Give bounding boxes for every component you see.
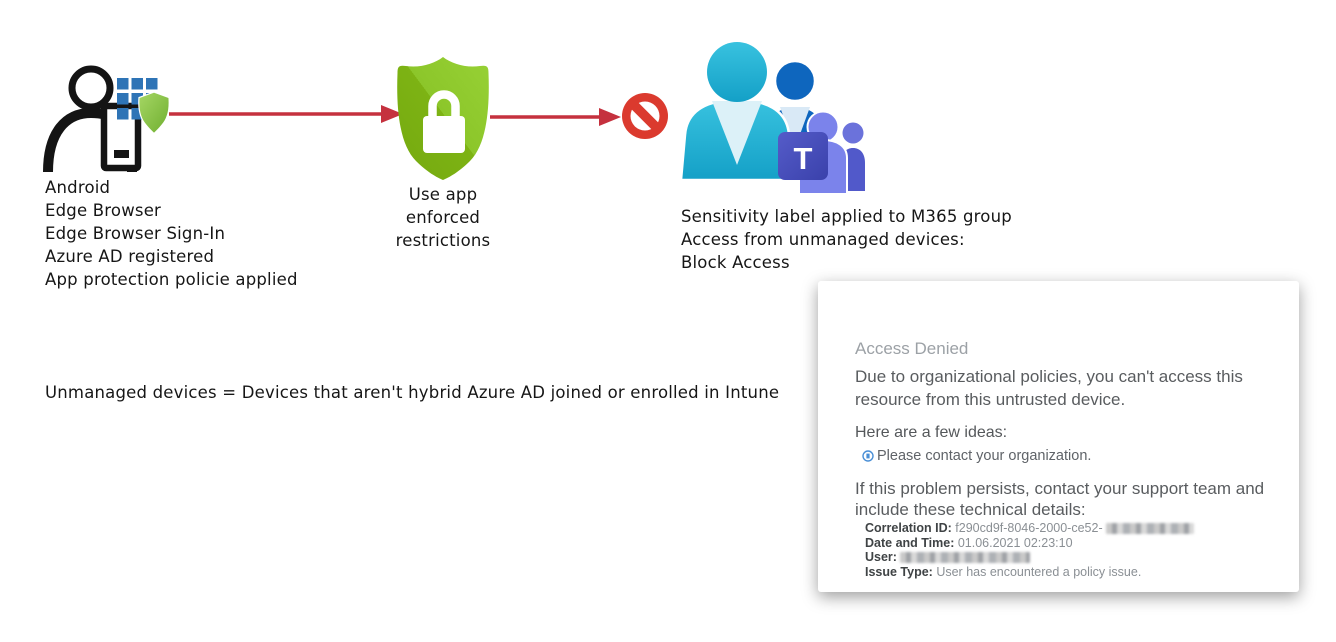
dialog-idea-text: Please contact your organization. [877,448,1092,464]
note-text: Unmanaged devices = Devices that aren't … [45,383,780,402]
dialog-ideas-heading: Here are a few ideas: [855,424,1008,441]
detail-row-correlation-id: Correlation ID: f290cd9f-8046-2000-ce52- [865,521,1275,536]
enforced-restrictions-shield-icon [397,57,489,180]
device-label: Android Edge Browser Edge Browser Sign-I… [45,176,298,291]
device-label-line: Android [45,178,111,197]
teams-letter: T [794,141,813,176]
access-denied-dialog: Access Denied Due to organizational poli… [818,281,1299,592]
detail-value: f290cd9f-8046-2000-ce52- [951,521,1103,535]
detail-label: User: [865,550,897,564]
block-access-icon [622,93,668,139]
dialog-idea-item: Please contact your organization. [862,447,1275,466]
teams-logo-icon: T [778,110,865,195]
detail-row-issue-type: Issue Type: User has encountered a polic… [865,565,1275,580]
mobile-device-icon [100,102,142,172]
policy-label-line: restrictions [395,231,491,250]
dialog-technical-details: Correlation ID: f290cd9f-8046-2000-ce52-… [865,521,1275,579]
detail-value: User has encountered a policy issue. [932,564,1142,579]
device-label-line: Edge Browser [45,201,162,220]
policy-label-line: enforced [405,208,481,227]
group-label: Sensitivity label applied to M365 group … [681,205,1012,274]
redacted-value [899,552,1030,564]
detail-row-user: User: [865,550,1275,565]
dialog-title: Access Denied [855,339,969,358]
detail-label: Date and Time: [865,535,955,550]
device-label-line: Azure AD registered [45,247,215,266]
redacted-value [1105,523,1194,535]
dialog-message: Due to organizational policies, you can'… [855,367,1243,409]
group-label-line: Access from unmanaged devices: [681,230,965,249]
detail-row-date-time: Date and Time: 01.06.2021 02:23:10 [865,536,1275,551]
detail-label: Correlation ID: [865,521,952,535]
device-label-line: App protection policie applied [45,270,298,289]
group-label-line: Block Access [681,253,790,272]
device-label-line: Edge Browser Sign-In [45,224,226,243]
policy-label: Use app enforced restrictions [363,183,523,252]
policy-label-line: Use app [408,185,478,204]
app-protection-shield-icon [138,91,170,135]
organization-icon [862,450,874,462]
dialog-support-text: If this problem persists, contact your s… [855,479,1265,519]
group-label-line: Sensitivity label applied to M365 group [681,207,1012,226]
detail-label: Issue Type: [865,564,933,579]
flow-arrow-left [169,105,403,123]
detail-value: 01.06.2021 02:23:10 [954,535,1073,550]
flow-arrow-right [490,108,621,126]
